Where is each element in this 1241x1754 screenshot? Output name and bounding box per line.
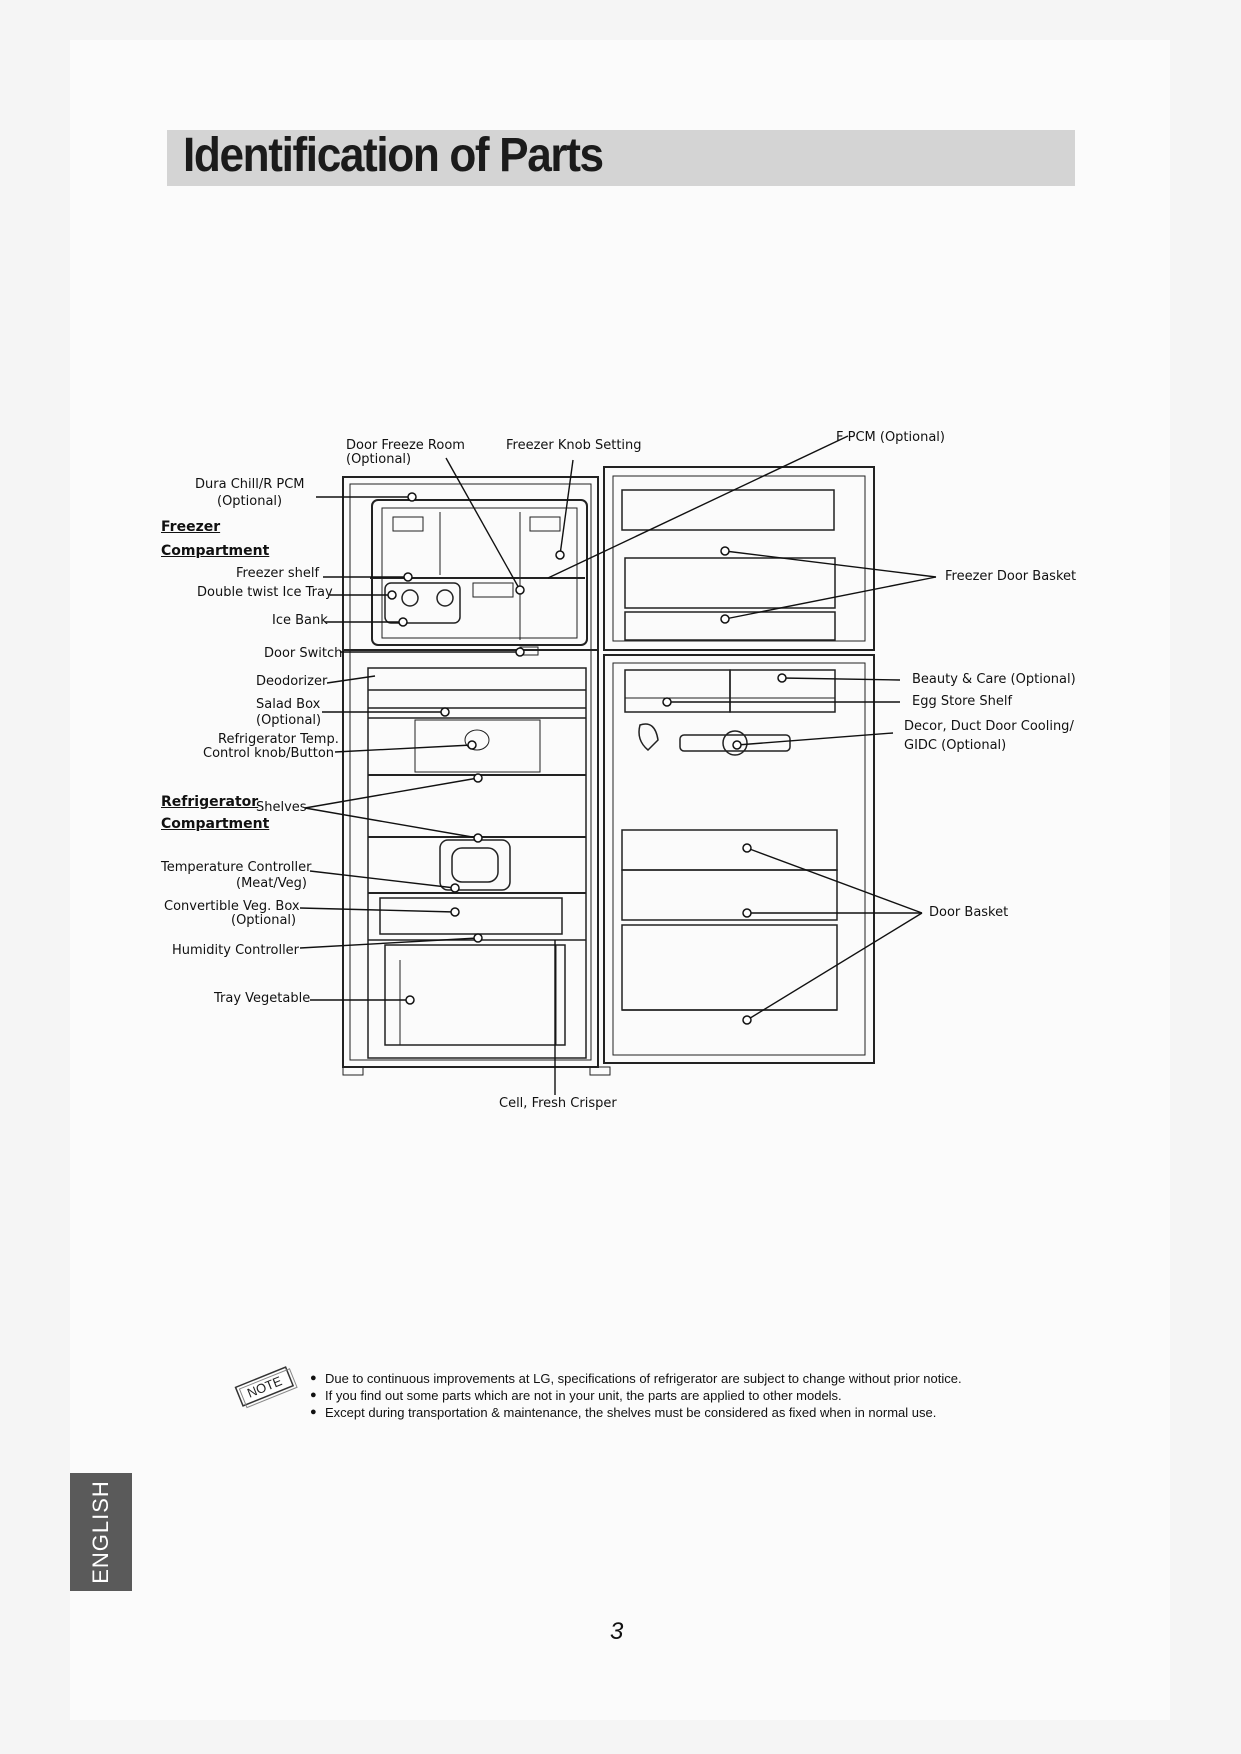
label-temperature-controller-2: (Meat/Veg) xyxy=(236,876,307,892)
label-freezer-shelf: Freezer shelf xyxy=(236,566,319,582)
label-door-freeze-room-optional: (Optional) xyxy=(346,452,411,468)
label-egg-store-shelf: Egg Store Shelf xyxy=(912,694,1012,710)
label-dura-chill: Dura Chill/R PCM xyxy=(195,477,305,493)
language-tab-label: ENGLISH xyxy=(88,1480,114,1584)
label-shelves: Shelves xyxy=(256,800,307,816)
label-tray-vegetable: Tray Vegetable xyxy=(214,991,310,1007)
label-deodorizer: Deodorizer xyxy=(256,674,327,690)
note-item: Due to continuous improvements at LG, sp… xyxy=(310,1370,962,1387)
label-freezer-knob-setting: Freezer Knob Setting xyxy=(506,438,642,454)
label-door-basket: Door Basket xyxy=(929,905,1008,921)
label-convertible-2: (Optional) xyxy=(231,913,296,929)
freezer-heading-2: Compartment xyxy=(161,543,269,559)
label-f-pcm: F PCM (Optional) xyxy=(836,430,945,446)
page-number: 3 xyxy=(610,1618,623,1646)
label-decor-2: GIDC (Optional) xyxy=(904,738,1006,754)
label-beauty-care: Beauty & Care (Optional) xyxy=(912,672,1076,688)
label-cell-fresh-crisper: Cell, Fresh Crisper xyxy=(499,1096,617,1112)
label-temperature-controller-1: Temperature Controller xyxy=(161,860,311,876)
label-ice-bank: Ice Bank xyxy=(272,613,328,629)
label-salad-box: Salad Box xyxy=(256,697,320,713)
note-list: Due to continuous improvements at LG, sp… xyxy=(310,1370,962,1421)
fridge-heading-2: Compartment xyxy=(161,816,269,832)
label-fridge-temp-2: Control knob/Button xyxy=(203,746,334,762)
label-door-switch: Door Switch xyxy=(264,646,342,662)
label-decor-1: Decor, Duct Door Cooling/ xyxy=(904,719,1074,735)
freezer-heading-1: Freezer xyxy=(161,519,220,535)
note-item: If you find out some parts which are not… xyxy=(310,1387,962,1404)
fridge-heading-1: Refrigerator xyxy=(161,794,258,810)
label-humidity-controller: Humidity Controller xyxy=(172,943,299,959)
label-freezer-door-basket: Freezer Door Basket xyxy=(945,569,1076,585)
note-stamp-icon: NOTE xyxy=(230,1360,302,1416)
label-dura-chill-optional: (Optional) xyxy=(217,494,282,510)
note-item: Except during transportation & maintenan… xyxy=(310,1404,962,1421)
label-salad-box-optional: (Optional) xyxy=(256,713,321,729)
label-double-twist-ice-tray: Double twist Ice Tray xyxy=(197,585,333,601)
